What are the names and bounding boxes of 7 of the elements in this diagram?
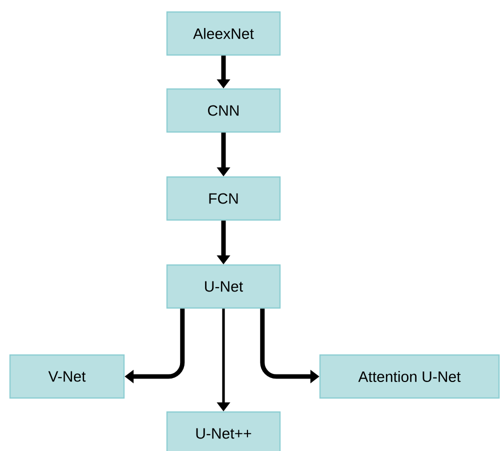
process-box: AleexNet <box>166 11 281 56</box>
process-box: CNN <box>166 88 281 133</box>
process-box: U-Net <box>166 264 281 309</box>
process-box: U-Net++ <box>166 411 281 451</box>
process-box: V-Net <box>9 354 125 399</box>
process-box: FCN <box>166 176 281 221</box>
process-box: Attention U-Net <box>319 354 500 399</box>
